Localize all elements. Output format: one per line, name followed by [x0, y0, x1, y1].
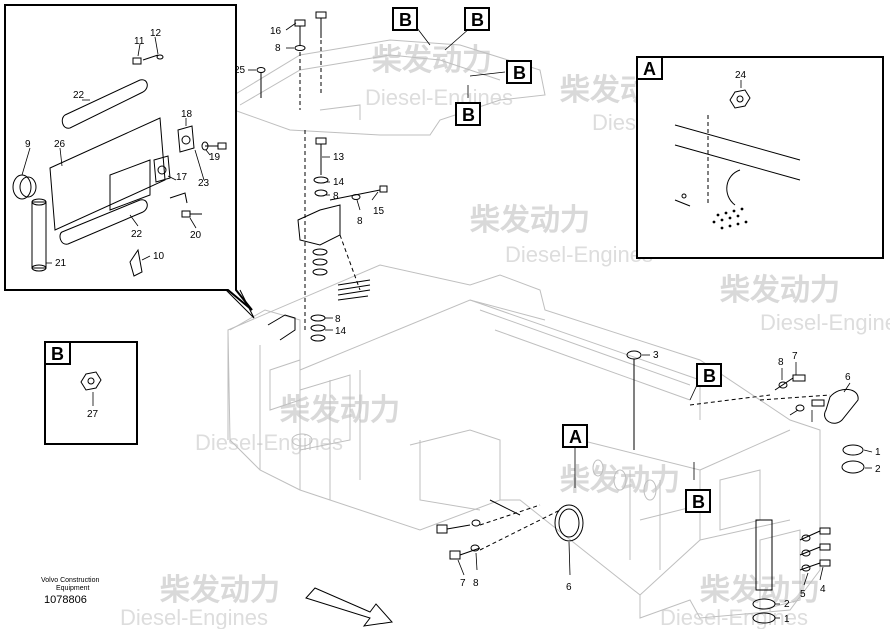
- callout-b-top-left: B: [392, 7, 418, 31]
- detail-inset-b: B 27: [44, 341, 138, 445]
- part-number-label: 12: [150, 28, 162, 39]
- part-number-label: 8: [275, 43, 281, 54]
- part-number-label: B: [513, 63, 526, 83]
- part-number-label: 7: [792, 351, 798, 362]
- footer: Volvo Construction Equipment 1078806: [41, 577, 99, 606]
- part-number-label: 8: [335, 314, 341, 325]
- part-number-label: 2: [784, 599, 790, 610]
- detail-inset: 11 12 22 18 9 26 19 17 23 22 20 21 10: [4, 4, 255, 319]
- part-number-label: 5: [800, 589, 806, 600]
- part-number-label: 8: [333, 191, 339, 202]
- callout-a-frame: A: [562, 424, 588, 448]
- part-number-label: 柴发动力: [560, 464, 680, 497]
- part-number-label: 19: [209, 152, 221, 163]
- detail-inset-a: A 24: [636, 56, 884, 259]
- part-number-label: B: [703, 366, 716, 386]
- bolt-column-top: [256, 11, 388, 342]
- part-number-label: B: [471, 10, 484, 30]
- main-part-labels: 16 8 25 13 14 8 15 8 8 14 3 8 7 6 1 2 7 …: [234, 26, 881, 625]
- part-number-label: 7: [460, 578, 466, 589]
- part-number-label: 20: [190, 230, 202, 241]
- callout-b-right: B: [506, 60, 532, 84]
- part-number-label: 14: [333, 177, 345, 188]
- callout-b-frame-bottom: B: [685, 489, 711, 513]
- main-parts: [248, 11, 873, 627]
- part-number-label: A: [643, 59, 656, 79]
- part-number-label: Diesel-Engines: [660, 605, 808, 629]
- part-number-label: B: [462, 105, 475, 125]
- part-number-label: 23: [198, 178, 210, 189]
- part-number-label: 14: [335, 326, 347, 337]
- part-number-label: B: [692, 492, 705, 512]
- part-number-label: B: [399, 10, 412, 30]
- bolt-group-bottom-left: [436, 499, 584, 560]
- part-number-label: 27: [87, 409, 99, 420]
- part-number-label: 15: [373, 206, 385, 217]
- part-number-label: 22: [73, 90, 85, 101]
- part-number-label: 柴发动力: [720, 274, 840, 307]
- part-number-label: 柴发动力: [372, 44, 492, 77]
- part-number-label: 1: [784, 614, 790, 625]
- part-number-label: Diesel-Engines: [760, 310, 890, 335]
- part-number-label: 8: [357, 216, 363, 227]
- part-number-label: Diesel-Engines: [365, 85, 513, 110]
- footer-subtitle: Equipment: [56, 585, 90, 592]
- part-number-label: 25: [234, 65, 246, 76]
- direction-arrow-icon: [305, 587, 393, 627]
- callout-b-mid: B: [455, 102, 481, 126]
- part-number-label: 18: [181, 109, 193, 120]
- part-number-label: 11: [134, 36, 145, 47]
- part-number-label: 柴发动力: [160, 574, 280, 607]
- part-number-label: 17: [176, 172, 188, 183]
- part-number-label: 柴发动力: [280, 394, 400, 427]
- part-number-label: 22: [131, 229, 143, 240]
- callout-b-frame-top: B: [696, 363, 722, 387]
- part-number-label: 21: [55, 258, 67, 269]
- footer-company: Volvo Construction: [41, 577, 99, 584]
- part-number-label: 16: [270, 26, 282, 37]
- part-number-label: 9: [25, 139, 31, 150]
- callout-b-top-right: B: [464, 7, 490, 31]
- part-number-label: B: [51, 344, 64, 364]
- part-number-label: 2: [875, 464, 881, 475]
- part-number-label: 13: [333, 152, 345, 163]
- part-number-label: 3: [653, 350, 659, 361]
- part-number-label: 24: [735, 70, 747, 81]
- part-number-label: 10: [153, 251, 165, 262]
- part-number-label: 6: [566, 582, 572, 593]
- part-number-label: 8: [473, 578, 479, 589]
- part-number-label: 8: [778, 357, 784, 368]
- part-number-label: 4: [820, 584, 826, 595]
- part-number-label: 26: [54, 139, 66, 150]
- part-number-label: Diesel-Engines: [120, 605, 268, 629]
- part-number-label: 6: [845, 372, 851, 383]
- part-number: 1078806: [44, 594, 87, 606]
- part-number-label: A: [569, 427, 582, 447]
- part-number-label: Diesel-Engines: [195, 430, 343, 455]
- part-number-label: 1: [875, 447, 881, 458]
- bolt-group-right-bottom: [752, 519, 831, 624]
- bolt-group-right-top: [626, 350, 865, 474]
- part-number-label: Diesel-Engines: [505, 242, 653, 267]
- part-number-label: 柴发动力: [470, 204, 590, 237]
